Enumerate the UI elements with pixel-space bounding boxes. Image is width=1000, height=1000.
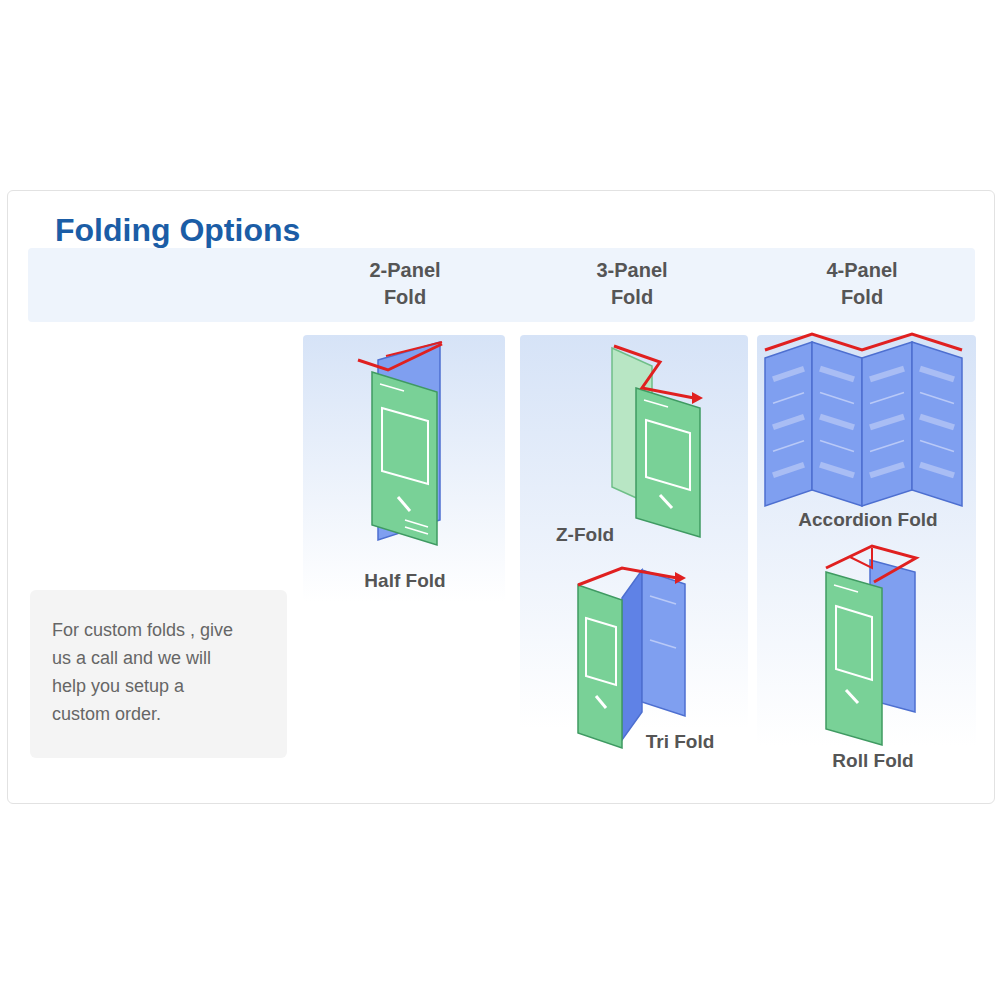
panel-texture — [870, 465, 904, 476]
panel-texture — [820, 465, 854, 476]
column-heading: 3-Panel Fold — [582, 257, 682, 311]
fold-label: Roll Fold — [793, 750, 953, 772]
fold-label: Tri Fold — [620, 731, 740, 753]
panel-texture — [920, 369, 954, 380]
panel-texture — [870, 393, 904, 404]
panel-texture — [820, 393, 854, 404]
panel-texture — [870, 441, 904, 452]
note-box: For custom folds , give us a call and we… — [30, 590, 287, 758]
header-band: 2-Panel Fold 3-Panel Fold 4-Panel Fold — [28, 248, 975, 322]
panel-texture — [820, 369, 854, 380]
page-title: Folding Options — [55, 212, 300, 249]
panel-texture — [773, 465, 804, 476]
panel-texture — [920, 441, 954, 452]
panel-texture — [773, 441, 804, 452]
fold-label: Half Fold — [315, 570, 495, 592]
panel-texture — [820, 417, 854, 428]
column-heading: 4-Panel Fold — [812, 257, 912, 311]
fold-label: Accordion Fold — [768, 509, 968, 531]
column-heading: 2-Panel Fold — [355, 257, 455, 311]
accordion-fold-illustration — [765, 334, 962, 506]
panel-texture — [773, 393, 804, 404]
panel-texture — [773, 369, 804, 380]
panel-texture — [820, 441, 854, 452]
panel-texture — [920, 417, 954, 428]
panel-texture — [870, 417, 904, 428]
panel-texture — [920, 465, 954, 476]
fold-label: Z-Fold — [525, 524, 645, 546]
panel-texture — [773, 417, 804, 428]
panel-texture — [870, 369, 904, 380]
note-text: For custom folds , give us a call and we… — [52, 616, 238, 728]
panel-texture — [920, 393, 954, 404]
